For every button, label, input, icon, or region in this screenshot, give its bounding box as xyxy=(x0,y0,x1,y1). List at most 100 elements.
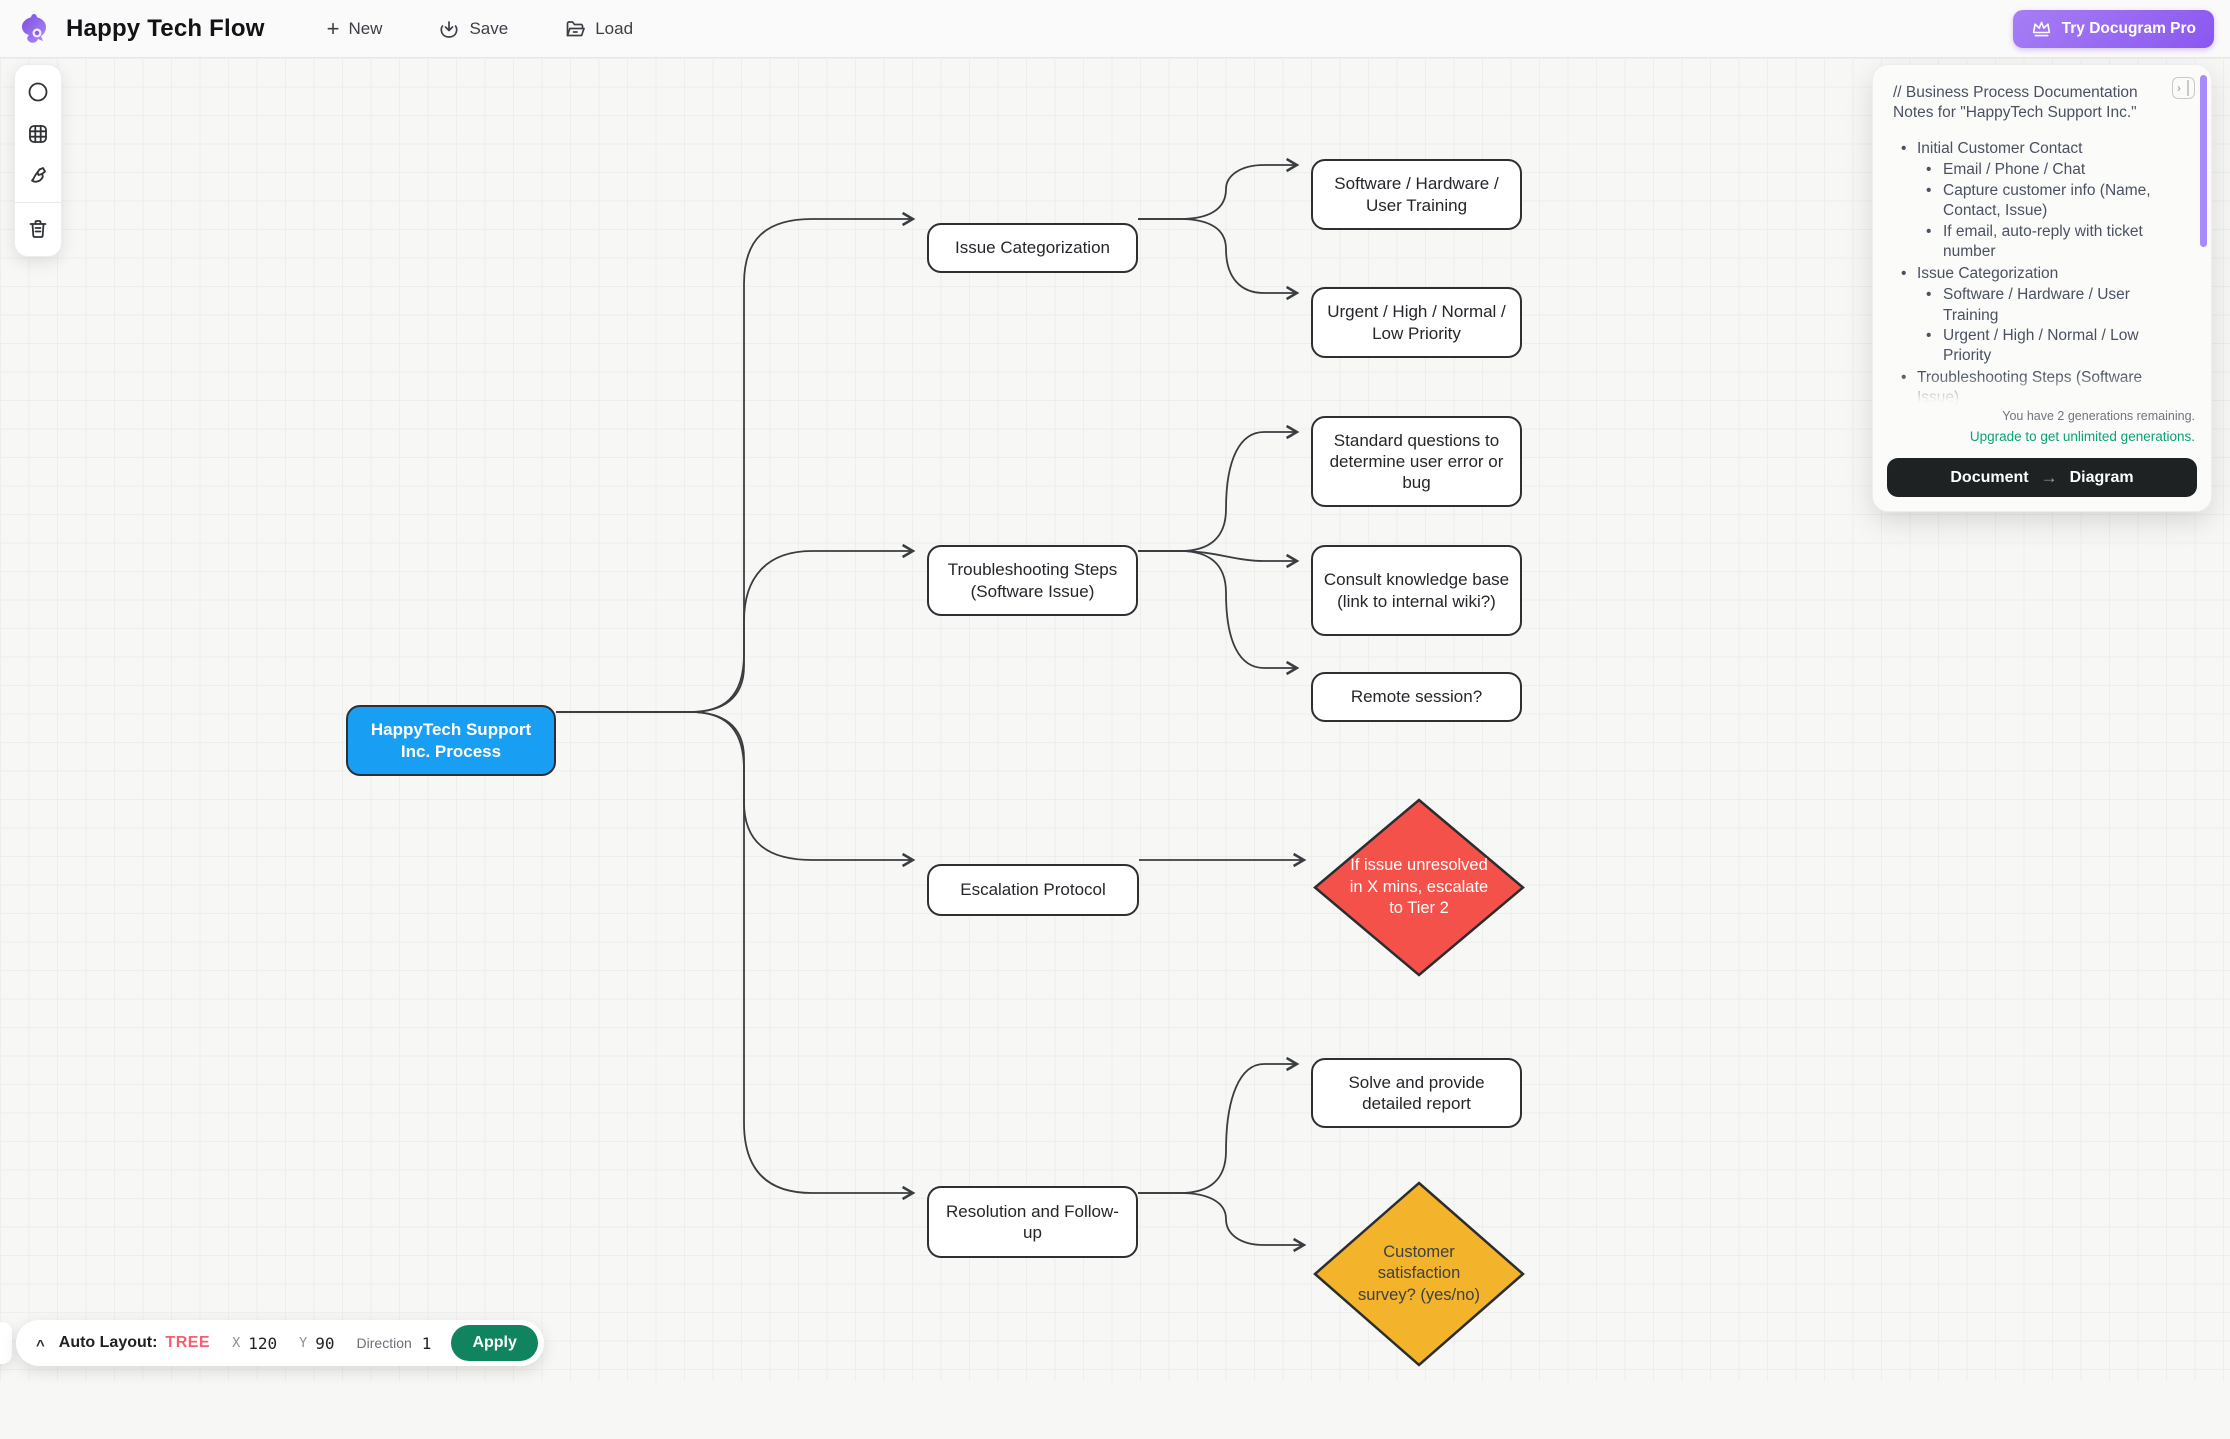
edge-resolution-survey xyxy=(1138,1192,1307,1253)
direction-value[interactable]: 1 xyxy=(421,1333,432,1353)
save-button-label: Save xyxy=(469,18,509,38)
edge-root-escalation xyxy=(556,711,916,868)
node-software-hardware[interactable]: Software / Hardware / User Training xyxy=(1311,159,1522,230)
node-solve-report[interactable]: Solve and provide detailed report xyxy=(1311,1058,1522,1128)
collapse-chevron-icon[interactable]: ^ xyxy=(36,1336,45,1354)
direction-label: Direction xyxy=(356,1335,412,1351)
node-label: Software / Hardware / User Training xyxy=(1334,174,1499,215)
document-to-diagram-button[interactable]: Document → Diagram xyxy=(1887,458,2197,497)
node-escalate-decision[interactable]: If issue unresolved in X mins, escalate … xyxy=(1313,798,1525,977)
node-label: Troubleshooting Steps (Software Issue) xyxy=(947,560,1118,601)
diamond-shape xyxy=(1313,798,1525,977)
document-label: Document xyxy=(1950,468,2029,486)
node-label: Resolution and Follow-up xyxy=(946,1201,1119,1242)
try-pro-button[interactable]: Try Docugram Pro xyxy=(2012,9,2214,48)
circle-shape-tool[interactable] xyxy=(15,71,61,113)
load-button[interactable]: Load xyxy=(558,17,639,41)
auto-layout-bar: ^ Auto Layout: TREE X 120 Y 90 Direction… xyxy=(16,1320,544,1366)
layout-mode-value[interactable]: TREE xyxy=(165,1334,211,1351)
crown-icon xyxy=(2032,21,2050,36)
notes-title: // Business Process Documentation Notes … xyxy=(1893,84,2138,122)
right-arrow-icon: → xyxy=(2040,467,2058,487)
node-urgent-priority[interactable]: Urgent / High / Normal / Low Priority xyxy=(1311,287,1522,358)
node-root-label: HappyTech Support Inc. Process xyxy=(370,720,532,761)
panel-collapse-icon[interactable]: › xyxy=(2172,77,2195,99)
shape-toolbar xyxy=(14,64,62,257)
note-text: Urgent / High / Normal / Low Priority xyxy=(1943,326,2139,365)
node-standard-questions[interactable]: Standard questions to determine user err… xyxy=(1311,416,1522,507)
node-label: Issue Categorization xyxy=(955,238,1110,258)
edge-root-troubleshooting xyxy=(556,543,916,713)
grid-icon xyxy=(29,125,47,143)
note-subitem: Urgent / High / Normal / Low Priority xyxy=(1917,326,2185,367)
auto-layout-label: Auto Layout: xyxy=(58,1334,158,1351)
grid-tool[interactable] xyxy=(15,113,61,155)
apply-button[interactable]: Apply xyxy=(451,1325,538,1361)
note-text: Software / Hardware / User Training xyxy=(1943,286,2130,324)
note-subitem: Email / Phone / Chat xyxy=(1917,160,2185,181)
node-label: Customer satisfaction survey? (yes/no) xyxy=(1358,1242,1480,1304)
load-folder-icon xyxy=(566,20,586,36)
note-subitem: Software / Hardware / User Training xyxy=(1917,285,2185,326)
edge-issuecat-urgent xyxy=(1138,218,1300,301)
notes-panel: // Business Process Documentation Notes … xyxy=(1872,64,2212,512)
header-menu: + New Save Load xyxy=(321,17,639,41)
try-pro-label: Try Docugram Pro xyxy=(2061,19,2196,37)
y-label: Y xyxy=(299,1335,308,1351)
app-header: Happy Tech Flow + New Save Load Try xyxy=(0,0,2230,58)
note-subitem: If email, auto-reply with ticket number xyxy=(1917,222,2185,263)
edge-issuecat-software xyxy=(1138,157,1300,220)
node-label: Escalation Protocol xyxy=(960,880,1106,900)
upgrade-link[interactable]: Upgrade to get unlimited generations. xyxy=(1969,429,2195,445)
node-escalation[interactable]: Escalation Protocol xyxy=(927,864,1139,916)
node-label: Consult knowledge base (link to internal… xyxy=(1323,570,1510,611)
edge-root-issue-categorization xyxy=(556,211,916,713)
save-button[interactable]: Save xyxy=(432,17,514,41)
note-item: Issue Categorization Software / Hardware… xyxy=(1893,264,2185,367)
note-subitem: Capture customer info (Name, Contact, Is… xyxy=(1917,181,2185,222)
circle-icon xyxy=(28,82,48,102)
trash-icon xyxy=(29,220,47,238)
node-survey-decision[interactable]: Customer satisfaction survey? (yes/no) xyxy=(1313,1181,1525,1367)
note-text: Initial Customer Contact xyxy=(1917,139,2083,157)
node-label: If issue unresolved in X mins, escalate … xyxy=(1349,856,1489,918)
node-label: Remote session? xyxy=(1350,687,1483,707)
delete-tool[interactable] xyxy=(15,208,61,250)
node-remote-session[interactable]: Remote session? xyxy=(1311,672,1522,722)
x-label: X xyxy=(232,1335,241,1351)
node-troubleshooting[interactable]: Troubleshooting Steps (Software Issue) xyxy=(927,545,1138,616)
edge-root-resolution xyxy=(556,711,916,1201)
brush-tool[interactable] xyxy=(15,155,61,197)
generations-remaining-note: You have 2 generations remaining. xyxy=(2002,408,2195,423)
node-label: Urgent / High / Normal / Low Priority xyxy=(1327,302,1506,343)
note-text: If email, auto-reply with ticket number xyxy=(1943,222,2143,261)
note-text: Email / Phone / Chat xyxy=(1943,161,2086,179)
toolbar-divider xyxy=(15,202,61,203)
node-issue-categorization[interactable]: Issue Categorization xyxy=(927,223,1138,273)
app-logo-icon xyxy=(22,13,46,43)
notes-footer: You have 2 generations remaining. Upgrad… xyxy=(1873,373,2211,511)
note-item: Initial Customer Contact Email / Phone /… xyxy=(1893,139,2185,263)
new-button-label: New xyxy=(348,18,383,38)
brush-icon xyxy=(31,167,46,183)
edge-troubleshooting-remote xyxy=(1138,550,1300,676)
partial-panel xyxy=(0,1322,12,1364)
panel-scrollbar[interactable] xyxy=(2200,75,2207,247)
y-value[interactable]: 90 xyxy=(315,1333,335,1353)
edge-troubleshooting-consult xyxy=(1138,550,1300,569)
edge-troubleshooting-standard xyxy=(1138,424,1300,552)
load-button-label: Load xyxy=(595,18,634,38)
diagram-canvas[interactable]: HappyTech Support Inc. Process Issue Cat… xyxy=(0,58,2230,1381)
node-root[interactable]: HappyTech Support Inc. Process xyxy=(346,705,556,776)
node-label: Standard questions to determine user err… xyxy=(1329,430,1504,493)
note-text: Issue Categorization xyxy=(1917,264,2059,282)
x-value[interactable]: 120 xyxy=(248,1333,278,1353)
note-text: Capture customer info (Name, Contact, Is… xyxy=(1943,181,2151,220)
plus-icon: + xyxy=(326,15,340,41)
diamond-shape xyxy=(1313,1181,1525,1367)
node-consult-kb[interactable]: Consult knowledge base (link to internal… xyxy=(1311,545,1522,636)
save-icon xyxy=(440,20,458,38)
edge-resolution-solve xyxy=(1138,1056,1300,1194)
new-button[interactable]: + New xyxy=(321,17,389,41)
node-resolution[interactable]: Resolution and Follow-up xyxy=(927,1186,1138,1258)
